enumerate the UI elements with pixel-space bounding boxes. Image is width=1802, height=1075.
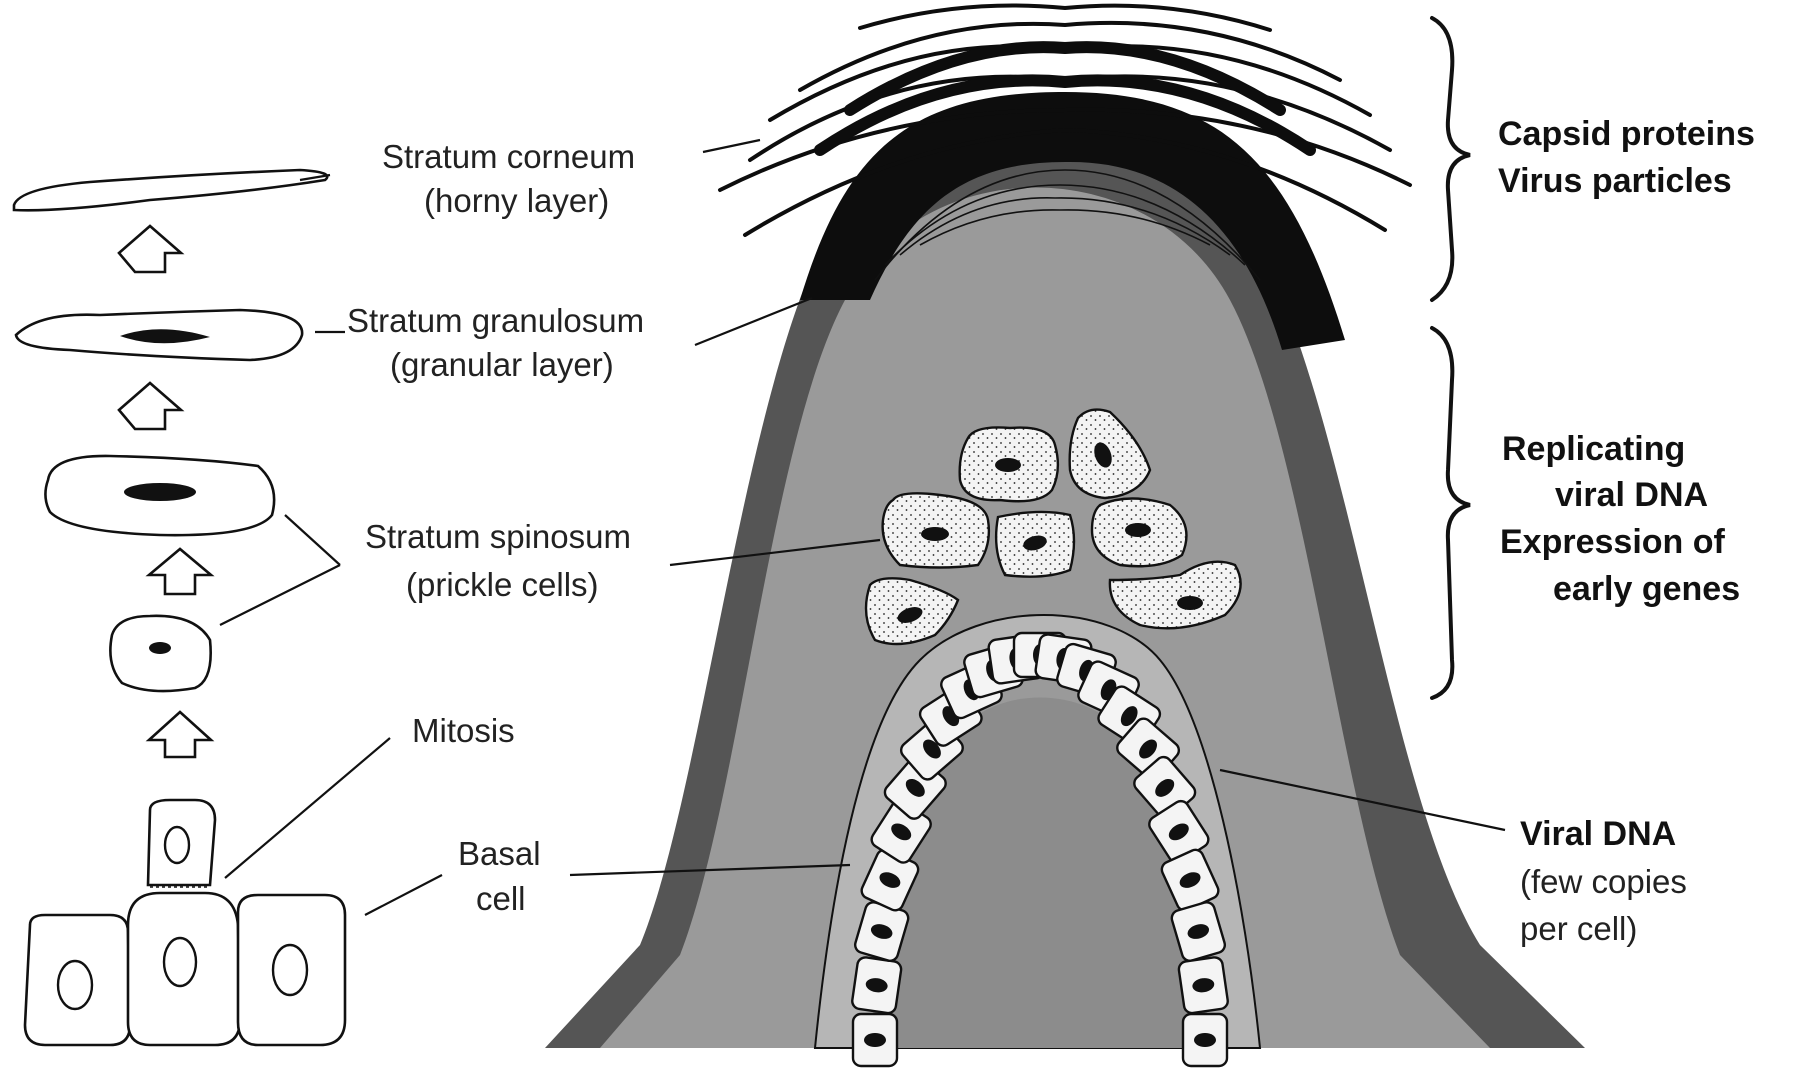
differentiation-sequence bbox=[14, 170, 345, 1045]
middle-stage-line2: viral DNA bbox=[1555, 476, 1708, 514]
up-arrow-icon bbox=[149, 549, 211, 594]
late-stage-line2: Virus particles bbox=[1498, 162, 1732, 200]
basal-cell-group bbox=[25, 800, 345, 1045]
basal-layer-nucleus bbox=[1194, 1033, 1216, 1047]
basal-cell-label-line2: cell bbox=[476, 880, 526, 917]
basal-layer-nucleus bbox=[864, 1033, 886, 1047]
basal-cell-label-line1: Basal bbox=[458, 835, 541, 872]
up-arrow-icon bbox=[119, 383, 181, 429]
up-arrow-icon bbox=[119, 226, 181, 272]
up-arrow-icon bbox=[149, 712, 211, 757]
cornified-cell bbox=[14, 170, 327, 210]
early-stage-line1: Viral DNA bbox=[1520, 815, 1676, 853]
brace-upper bbox=[1432, 18, 1470, 300]
stratum-corneum-note: (horny layer) bbox=[424, 182, 609, 219]
stratum-spinosum-label: Stratum spinosum bbox=[365, 518, 631, 555]
middle-stage-line1: Replicating bbox=[1502, 430, 1685, 468]
stratum-granulosum-label: Stratum granulosum bbox=[347, 302, 644, 339]
late-stage-line1: Capsid proteins bbox=[1498, 115, 1755, 153]
early-stage-line3: per cell) bbox=[1520, 910, 1637, 947]
brace-lower bbox=[1432, 328, 1470, 698]
middle-stage-line3: Expression of bbox=[1500, 523, 1726, 561]
mitosis-label: Mitosis bbox=[412, 712, 515, 749]
early-stage-line2: (few copies bbox=[1520, 863, 1687, 900]
papilloma bbox=[545, 6, 1585, 1067]
stratum-granulosum-note: (granular layer) bbox=[390, 346, 614, 383]
stratum-corneum-label: Stratum corneum bbox=[382, 138, 635, 175]
stratum-spinosum-note: (prickle cells) bbox=[406, 566, 599, 603]
middle-stage-line4: early genes bbox=[1553, 570, 1740, 608]
